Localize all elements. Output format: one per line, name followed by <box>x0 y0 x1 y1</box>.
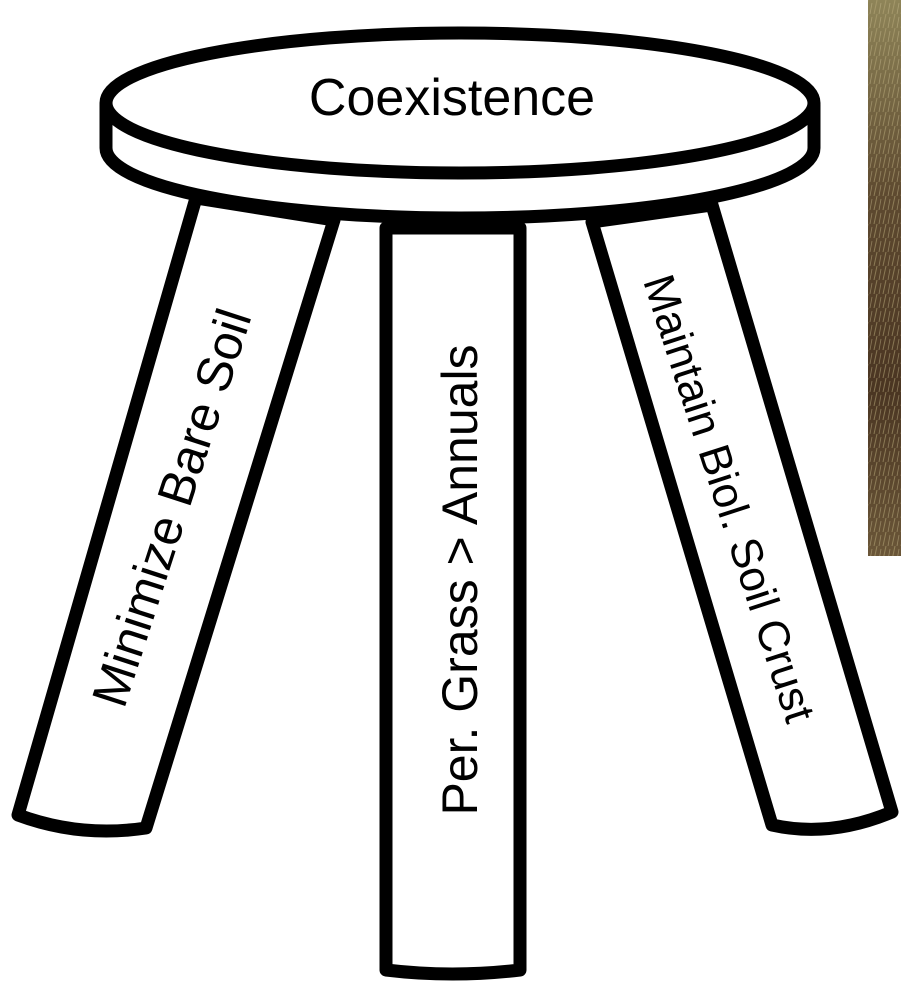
leg-left: Minimize Bare Soil <box>18 198 334 831</box>
grassland-photo <box>868 0 901 556</box>
stool-seat: Coexistence <box>106 33 814 218</box>
seat-label: Coexistence <box>309 69 595 127</box>
leg-middle: Per. Grass > Annuals <box>386 228 520 974</box>
leg-right: Maintain Biol. Soil Crust <box>592 205 892 829</box>
leg-middle-label: Per. Grass > Annuals <box>432 344 488 815</box>
